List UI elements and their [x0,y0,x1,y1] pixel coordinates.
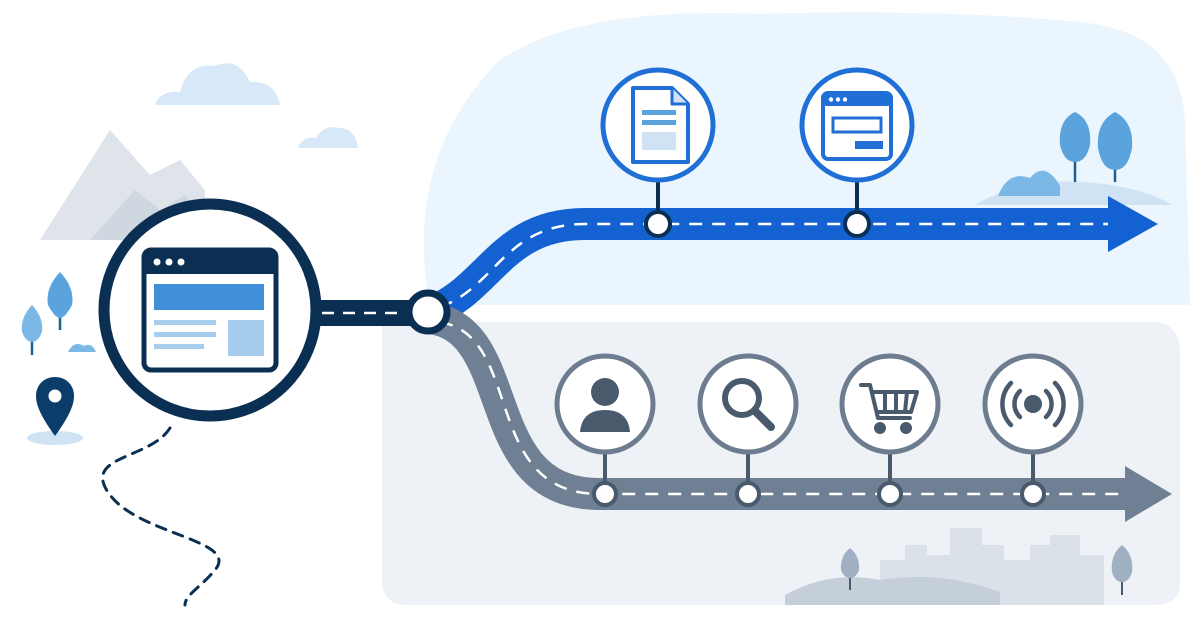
milestone-upper-2 [799,67,915,238]
milestone-lower-3 [839,353,941,507]
tree-icon [1111,545,1133,595]
tree-icon [47,272,73,330]
tree-icon [840,548,860,590]
junction-node [405,289,451,335]
bush-icon [68,344,96,352]
milestone-upper-1 [600,67,716,238]
user-icon [580,378,630,432]
bush-icon [998,170,1060,196]
search-icon [722,378,775,431]
tree-icon [1059,112,1091,182]
upper-branch-road [423,196,1158,328]
tree-icon [21,305,43,355]
origin-website-node [98,198,322,422]
milestone-lower-1 [554,353,656,507]
shopping-cart-icon [859,383,919,434]
browser-window-icon [141,247,279,373]
lower-branch-road [426,302,1172,522]
document-icon [631,86,690,164]
broadcast-signal-icon [1000,380,1066,428]
hill-illustration [785,576,1000,605]
location-pin-icon [27,377,83,445]
web-form-icon [821,91,893,161]
milestone-lower-4 [982,353,1084,507]
cloud-icon [155,63,280,105]
milestone-lower-2 [697,353,799,507]
tree-icon [1097,112,1133,182]
dashed-trail [101,426,221,607]
cloud-icon [298,127,358,148]
